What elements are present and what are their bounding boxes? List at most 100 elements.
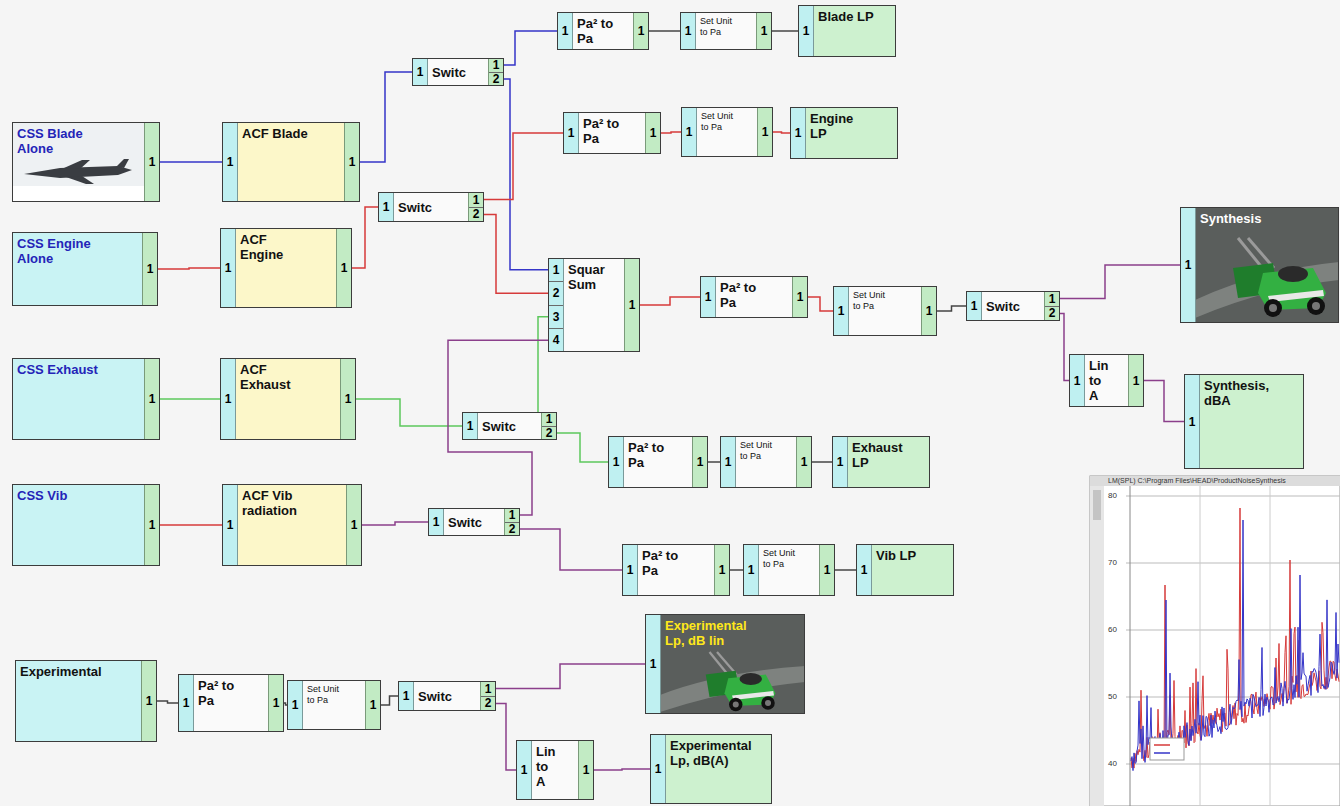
input-ports: 1: [179, 675, 194, 731]
port-cell: 1: [145, 485, 159, 565]
input-ports: 1: [967, 292, 982, 320]
process-block: 1Set Unit to Pa1: [287, 680, 381, 730]
block-body: Pa² to Pa: [716, 277, 792, 317]
process-block: 1Lin to A1: [1069, 354, 1144, 407]
port-number: 2: [546, 427, 553, 439]
port-cell: 1: [820, 545, 834, 595]
input-ports: 1: [681, 13, 696, 49]
block-body: CSS Vib: [13, 485, 144, 565]
spectrum-chart: [1090, 476, 1340, 806]
process-block: 1Vib LP: [856, 544, 954, 596]
port-number: 1: [762, 126, 769, 138]
process-block: 1Switc12: [966, 291, 1060, 321]
process-block: 1Pa² to Pa1: [178, 674, 284, 732]
signal-wire: [835, 569, 856, 571]
port-number: 4: [553, 334, 560, 346]
process-block: 1 Engine LP: [790, 107, 898, 159]
block-body: Engine LP: [806, 108, 897, 158]
port-cell: 1: [564, 113, 578, 153]
port-cell: 1: [634, 13, 648, 49]
port-number: 2: [553, 287, 560, 299]
output-ports: 12: [480, 682, 495, 710]
output-ports: 1: [756, 13, 771, 49]
output-ports: 1: [344, 123, 359, 201]
process-block: 1Pa² to Pa1: [608, 436, 708, 488]
process-block: CSS Vib 1: [12, 484, 160, 566]
block-body: Set Unit to Pa: [697, 108, 757, 156]
block-title: Switc: [448, 515, 482, 530]
port-number: 1: [149, 519, 156, 531]
port-number: 1: [562, 25, 569, 37]
block-title: ACF Blade: [242, 126, 332, 141]
input-ports: 1: [721, 437, 736, 487]
output-ports: 1: [144, 359, 159, 439]
block-title: Pa² to Pa: [583, 116, 631, 146]
port-cell: 1: [179, 675, 193, 731]
block-body: Lin to A: [1085, 355, 1128, 406]
input-ports: 1: [564, 113, 579, 153]
output-ports: 1: [141, 661, 156, 741]
port-cell: 1: [857, 545, 871, 595]
port-number: 1: [795, 127, 802, 139]
block-title: Set Unit to Pa: [763, 548, 803, 570]
port-number: 1: [971, 300, 978, 312]
process-block: 1ACF Blade1: [222, 122, 360, 202]
port-cell: 1: [797, 437, 811, 487]
signal-wire: [937, 306, 966, 311]
block-title: ACF Exhaust: [240, 362, 300, 392]
signal-wire: [381, 696, 398, 705]
port-cell: 1: [288, 681, 302, 729]
output-ports: 1: [624, 259, 639, 351]
port-number: 1: [183, 697, 190, 709]
port-number: 1: [613, 456, 620, 468]
input-ports: 1: [701, 277, 716, 317]
port-number: 1: [655, 763, 662, 775]
output-ports: 1: [757, 108, 772, 156]
output-ports: 1: [578, 741, 593, 799]
port-cell: 1: [758, 108, 772, 156]
port-cell: 1: [337, 229, 351, 307]
axis-tick: 80: [1108, 491, 1117, 500]
port-number: 1: [292, 699, 299, 711]
block-body: Switc: [414, 682, 480, 710]
port-cell: 1: [1070, 355, 1084, 406]
block-title: Exhaust LP: [852, 440, 912, 470]
port-cell: 1: [413, 59, 427, 85]
port-cell: 1: [609, 437, 623, 487]
port-number: 1: [345, 393, 352, 405]
output-ports: 1: [340, 359, 355, 439]
port-number: 1: [725, 456, 732, 468]
port-cell: 1: [757, 13, 771, 49]
signal-wire: [708, 461, 720, 463]
block-body: CSS Blade Alone: [13, 123, 144, 201]
port-cell: 1: [799, 6, 813, 56]
port-cell: 1: [744, 545, 758, 595]
port-cell: 1: [489, 59, 503, 72]
port-cell: 1: [646, 113, 660, 153]
input-ports: 1234: [549, 259, 564, 351]
block-title: Pa² to Pa: [720, 280, 768, 310]
port-cell: 1: [1185, 375, 1199, 468]
block-title: CSS Blade Alone: [17, 126, 102, 156]
process-block: 1Synthesis: [1180, 207, 1339, 323]
port-number: 1: [509, 509, 516, 521]
block-body: Switc: [444, 509, 504, 535]
process-block: 1ACF Vib radiation1: [222, 484, 362, 566]
chart-title: LM(SPL) C:\Program Files\HEAD\ProductNoi…: [1108, 477, 1286, 485]
input-ports: 1: [558, 13, 573, 49]
signal-wire: [1060, 314, 1069, 381]
port-number: 2: [509, 523, 516, 535]
output-ports: 12: [468, 193, 483, 221]
signal-wire: [504, 31, 557, 65]
signal-wire: [496, 664, 645, 689]
aircraft-photo: [13, 123, 146, 201]
port-number: 1: [638, 25, 645, 37]
block-body: Lin to A: [532, 741, 578, 799]
port-number: 1: [351, 519, 358, 531]
block-title: Squar Sum: [568, 262, 613, 292]
signal-wire: [157, 701, 178, 703]
port-number: 1: [1049, 293, 1056, 305]
block-body: Set Unit to Pa: [696, 13, 756, 49]
port-cell: 1: [834, 287, 848, 335]
block-body: Blade LP: [814, 6, 895, 56]
